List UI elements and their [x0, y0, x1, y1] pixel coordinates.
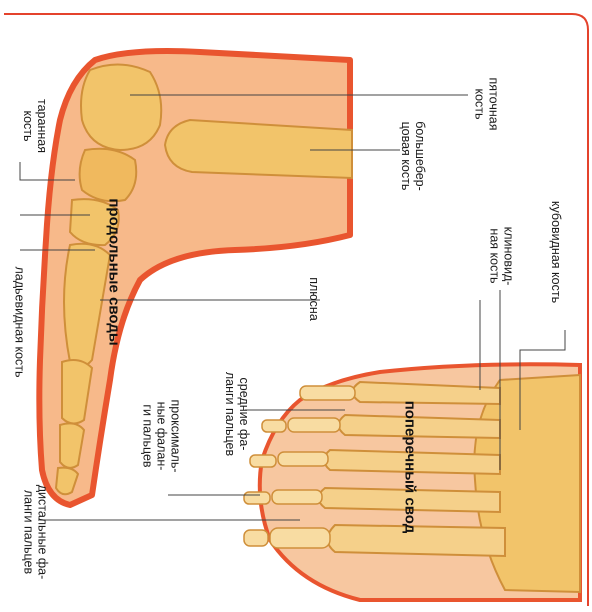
label-cuneiform: клиновид- ная кость	[487, 227, 515, 286]
label-metatarsus: плюсна	[307, 277, 321, 321]
label-longitudinal-arch: продольные своды	[107, 198, 121, 345]
label-transverse-arch: поперечный свод	[402, 401, 416, 534]
label-talus: таранная кость	[21, 99, 49, 153]
label-proximal-phalanges: проксималь- ные фалан- ги пальцев	[141, 399, 183, 472]
label-navicular: ладьевидная кость	[13, 266, 27, 377]
label-tibia: большебер- цовая кость	[399, 121, 427, 191]
tibia-bone	[165, 120, 352, 178]
label-distal-phalanges: дистальные фа- ланги пальцев	[21, 485, 49, 580]
tarsal-bones-top	[474, 375, 580, 592]
label-cuboid: кубовидная кость	[549, 201, 563, 303]
calcaneus-bone	[81, 64, 161, 150]
label-middle-phalanges: средние фа- ланги пальцев	[223, 372, 251, 456]
talus-bone	[80, 149, 137, 202]
label-calcaneus: пяточная кость	[472, 78, 500, 131]
